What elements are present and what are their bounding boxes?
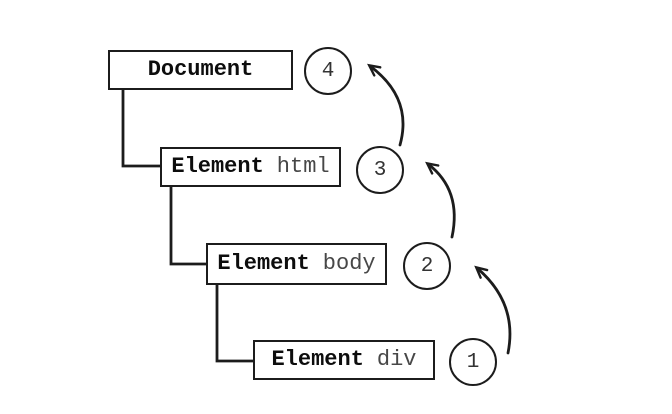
step-circle-1-number: 1 [466,350,480,374]
node-document: Document [108,50,293,90]
step-circle-3-number: 3 [373,158,387,182]
node-element-html-tag: html [276,154,330,179]
step-circle-1: 1 [449,338,497,386]
node-element-body: Element body [206,243,387,285]
tree-connector-html-to-body [169,187,206,266]
step-circle-4: 4 [304,47,352,95]
node-element-div-label: Element [271,347,364,372]
step-circle-4-number: 4 [321,59,335,83]
bubble-arrow-2-to-3 [425,161,456,239]
step-circle-2: 2 [403,242,451,290]
tree-connector-document-to-html [121,90,160,168]
node-element-html: Element html [160,147,341,187]
step-circle-3: 3 [356,146,404,194]
node-element-body-label: Element [217,251,310,276]
bubble-arrow-3-to-4 [367,63,405,147]
node-element-div-tag: div [376,347,417,372]
tree-connector-body-to-div [215,285,253,363]
bubble-arrow-1-to-2 [474,265,512,355]
node-element-body-tag: body [322,251,376,276]
node-document-label: Document [147,57,254,82]
node-element-div: Element div [253,340,435,380]
node-element-html-label: Element [171,154,264,179]
step-circle-2-number: 2 [420,254,434,278]
